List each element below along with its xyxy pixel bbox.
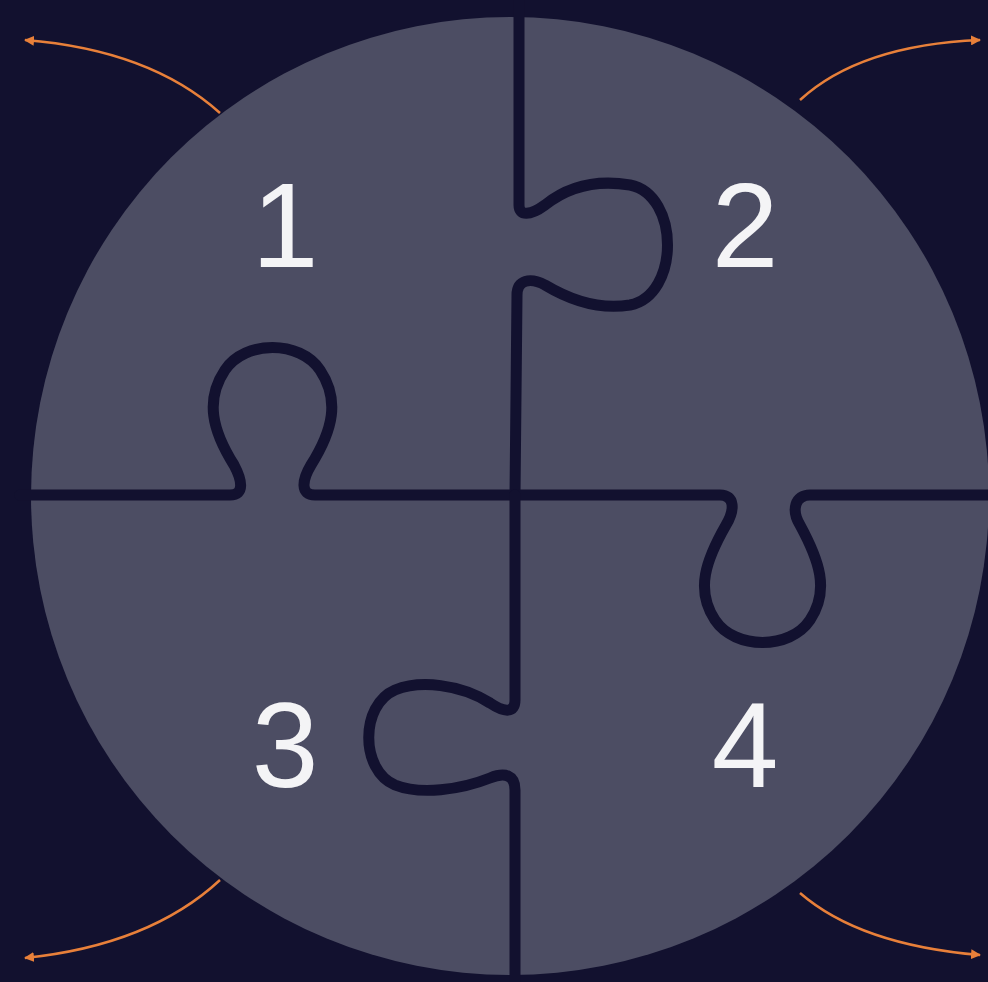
puzzle-seam (369, 495, 515, 982)
orange-arrow (25, 40, 220, 113)
puzzle-seam (20, 348, 515, 496)
puzzle-piece: 3 (242, 675, 329, 815)
puzzle-seam (515, 495, 988, 643)
piece-number: 4 (712, 685, 779, 805)
piece-number: 3 (252, 685, 319, 805)
orange-arrow (25, 880, 220, 958)
piece-number: 2 (712, 165, 779, 285)
orange-arrow (800, 893, 980, 955)
orange-arrow (800, 40, 980, 100)
puzzle-piece: 4 (702, 675, 789, 815)
puzzle-piece: 1 (242, 155, 329, 295)
piece-number: 1 (252, 165, 319, 285)
puzzle-seam (515, 0, 668, 495)
puzzle-piece: 2 (702, 155, 789, 295)
